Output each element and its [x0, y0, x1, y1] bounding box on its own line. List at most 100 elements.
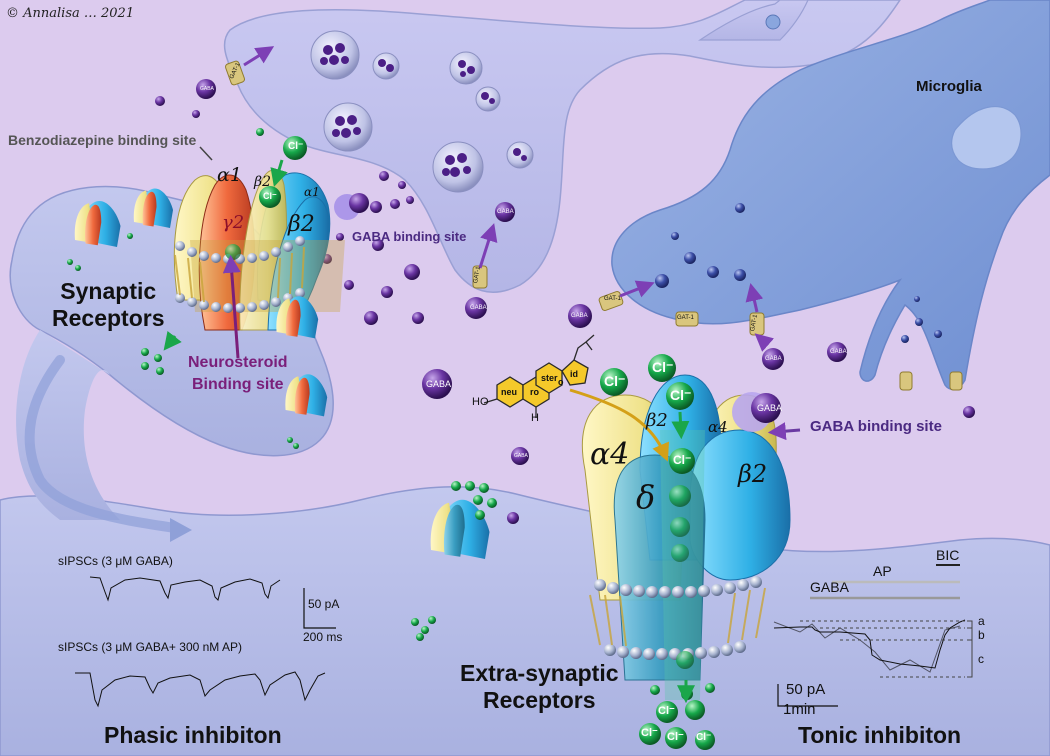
phasic-scale-bar	[303, 588, 336, 629]
gaba-label: GABA	[426, 379, 452, 389]
gaba-binding-site-extra-label: GABA binding site	[810, 418, 942, 435]
subunit-alpha1-label: α1	[304, 185, 320, 199]
membrane-bilayer-synaptic	[175, 236, 305, 313]
chloride-label: Cl⁻	[696, 732, 712, 743]
microglia-soma	[951, 106, 1022, 170]
trace-label-gaba: sIPSCs (3 μM GABA)	[58, 554, 173, 568]
vesicle	[310, 30, 360, 80]
chloride-label: Cl⁻	[652, 359, 674, 375]
extrasynaptic-receptors-label: Extra-synaptic Receptors	[460, 660, 619, 713]
neurosteroid-site-arrow	[222, 254, 241, 359]
chloride-label: Cl⁻	[263, 191, 277, 201]
subunit-beta2-label: β2	[288, 212, 315, 237]
gaba-label: GABA	[497, 209, 514, 215]
gaba-site-pointer-extra	[767, 422, 801, 441]
tonic-inhibition-label: Tonic inhibiton	[798, 722, 962, 748]
signal-arrow	[24, 355, 180, 533]
neurosteroid-text-4: o	[558, 377, 564, 387]
presynaptic-neurite	[698, 0, 809, 41]
gaba-molecules-microglia	[655, 203, 942, 343]
vesicle	[506, 141, 534, 169]
subunit-alpha4-label: α4	[590, 437, 630, 472]
spine-neck	[16, 330, 121, 520]
tonic-baseline-bars	[810, 564, 960, 600]
gat1-label: GAT-1	[677, 315, 694, 321]
neurosteroid-ho-label: HO	[472, 396, 489, 408]
subunit-beta2-label: β2	[738, 460, 768, 488]
copyright-signature: © Annalisa … 2021	[6, 6, 135, 21]
tonic-level-lines	[800, 620, 965, 678]
chloride-label: Cl⁻	[673, 453, 692, 467]
neurosteroid-text-3: ster	[541, 373, 558, 383]
microglia-cell	[611, 0, 1050, 390]
chloride-label: Cl⁻	[667, 731, 684, 743]
phasic-inhibition-label: Phasic inhibiton	[104, 722, 282, 748]
scale-pa-tonic: 50 pA	[786, 681, 826, 698]
lipid-tails-extra	[589, 587, 766, 647]
vesicle	[475, 86, 501, 112]
chloride-ions	[67, 128, 715, 750]
neurosteroid-site-label: Neurosteroid Binding site	[188, 354, 288, 393]
neurosteroid-text-1: neu	[501, 387, 518, 397]
gaba-label: GABA	[514, 453, 528, 459]
gaba-bar-label: GABA	[810, 579, 849, 595]
neurosteroid-h-label: H	[531, 412, 539, 424]
nucleus	[765, 14, 781, 30]
bic-label: BIC	[936, 547, 960, 563]
vesicle-contents	[320, 43, 527, 177]
microglia-label: Microglia	[916, 78, 982, 95]
scale-pa-phasic: 50 pA	[308, 597, 340, 611]
subunit-beta2-label: β2	[646, 410, 668, 431]
subunit-gamma2-label: γ2	[222, 212, 245, 233]
neurosteroid-side-chain	[483, 334, 595, 418]
chloride-label: Cl⁻	[658, 705, 675, 717]
scale-ms: 200 ms	[303, 630, 343, 644]
phasic-trace-2	[75, 671, 326, 708]
vesicle	[323, 102, 373, 152]
transport-arrows	[243, 46, 775, 352]
signal-arrowhead	[170, 518, 192, 542]
small-synaptic-receptors	[74, 188, 490, 559]
chloride-label: Cl⁻	[641, 727, 658, 739]
gaba-label: GABA	[470, 305, 487, 311]
synaptic-receptors-label: Synaptic Receptors	[52, 278, 165, 331]
gaba-label: GABA	[757, 403, 783, 413]
chloride-label: Cl⁻	[288, 141, 304, 152]
ap-label: AP	[873, 563, 892, 579]
gaba-label: GABA	[765, 356, 782, 362]
subunit-alpha1-label: α1	[217, 164, 242, 186]
gat1-label: GAT-1	[604, 296, 621, 302]
subunit-beta2-label: β2	[254, 174, 272, 190]
gaba-binding-pocket-extra	[732, 392, 781, 432]
vesicle-group	[310, 30, 534, 193]
trace-label-gaba-ap: sIPSCs (3 μM GABA+ 300 nM AP)	[58, 640, 242, 654]
chloride-label: Cl⁻	[670, 387, 692, 403]
gaba-label: GABA	[830, 349, 847, 355]
neurosteroid-molecule	[496, 359, 589, 408]
gaba-label: GABA	[571, 313, 588, 319]
vesicle	[449, 51, 483, 85]
neurosteroid-text-2: ro	[530, 387, 539, 397]
tonic-level-brackets	[967, 620, 973, 678]
benzodiazepine-site-pointer	[199, 146, 213, 161]
vesicle	[432, 141, 484, 193]
gaba-binding-site-synaptic-label: GABA binding site	[352, 229, 467, 244]
gaba-binding-pocket	[334, 193, 369, 220]
vesicle	[372, 52, 400, 80]
subunit-alpha4-label: α4	[708, 418, 728, 436]
lipid-tails-synaptic	[174, 246, 305, 303]
level-c-label: c	[978, 652, 984, 666]
scale-min: 1min	[783, 701, 816, 718]
chloride-flow-arrows	[163, 159, 695, 704]
phasic-trace-1	[89, 576, 281, 602]
level-a-label: a	[978, 614, 985, 628]
tonic-trace	[773, 619, 966, 673]
tonic-scale-bar	[777, 684, 838, 707]
subunit-delta-label: δ	[636, 478, 656, 516]
neurosteroid-arrow	[569, 388, 670, 462]
benzodiazepine-label: Benzodiazepine binding site	[8, 132, 197, 148]
chloride-label: Cl⁻	[604, 373, 626, 389]
neurosteroid-text-5: id	[570, 369, 578, 379]
gaba-label: GABA	[200, 86, 214, 92]
